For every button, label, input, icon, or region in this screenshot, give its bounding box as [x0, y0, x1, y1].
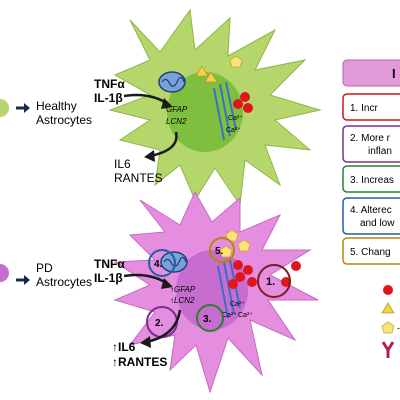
- healthy-triangle-1: [195, 65, 209, 77]
- healthy-cytokine-out-2: RANTES: [114, 171, 163, 185]
- legend-item-4-line2: and low: [360, 218, 395, 229]
- pd-ca-label-1: Ca²⁺: [230, 301, 245, 308]
- healthy-nucleus: [167, 72, 243, 152]
- healthy-output-arrow: [149, 131, 178, 158]
- healthy-marker-circle: [0, 99, 9, 117]
- pd-input-arrowhead-icon: [161, 278, 173, 289]
- healthy-ca-dot-2: [243, 103, 253, 113]
- legend-box-5: [342, 237, 400, 265]
- legend-pentagon-icon: [381, 321, 395, 334]
- pd-cytokine-in-2: IL-1β: [94, 271, 123, 285]
- pd-pentagon-2: [237, 239, 251, 252]
- pd-mito-cristae: [163, 256, 187, 267]
- pd-cytokine-in-1: TNFα: [94, 257, 125, 271]
- svg-text:4.: 4.: [154, 259, 163, 270]
- pd-rantes-up-icon: ↑: [112, 355, 118, 369]
- legend-triangle-icon: [381, 302, 395, 314]
- pd-gene-gfap-up-icon: ↑: [170, 285, 174, 294]
- healthy-er: [213, 81, 237, 141]
- pd-marker-circle: [0, 264, 9, 282]
- legend-pentagon-note: -: [397, 323, 400, 333]
- pd-ca-label-3: Ca²⁺: [238, 312, 253, 319]
- pd-gene-lcn2-up-icon: ↑: [170, 296, 174, 305]
- healthy-ca-dot-3: [233, 99, 243, 109]
- legend-item-2-line2: inflan: [368, 146, 392, 157]
- pd-ca-dot-4: [247, 277, 257, 287]
- svg-text:1.: 1.: [266, 276, 275, 288]
- svg-text:3.: 3.: [203, 314, 212, 325]
- pd-marker-5: 5.: [209, 237, 235, 263]
- healthy-gene-gfap: GFAP: [166, 105, 188, 114]
- pd-ca-dot-ext-1: [291, 261, 301, 271]
- pd-pentagon-3: [219, 245, 233, 258]
- pd-output-arrowhead-icon: [140, 336, 151, 348]
- pd-label-line2: Astrocytes: [36, 275, 92, 289]
- healthy-arrow-head-icon: [24, 103, 30, 113]
- healthy-pentagon: [229, 55, 243, 68]
- svg-text:2.: 2.: [155, 318, 164, 329]
- pd-arrow-head-icon: [24, 275, 30, 285]
- pd-output-arrow: [145, 309, 182, 344]
- healthy-gene-lcn2: LCN2: [166, 117, 187, 126]
- healthy-ca-label-1: Ca²⁺: [228, 115, 243, 122]
- pd-il6-up-icon: ↑: [112, 340, 118, 354]
- healthy-label-line2: Astrocytes: [36, 113, 92, 127]
- healthy-triangle-2: [204, 71, 218, 83]
- svg-text:5.: 5.: [215, 246, 224, 257]
- pd-marker-4: 4.: [148, 249, 176, 277]
- pd-astrocyte: Ca²⁺ Ca²⁺ Ca²⁺ ↑GFAP ↑LCN2: [113, 190, 319, 394]
- healthy-mito-cristae: [161, 76, 185, 87]
- healthy-label-line1: Healthy: [36, 99, 77, 113]
- pd-nucleus: [176, 250, 248, 330]
- legend-receptor-icon: [381, 341, 395, 358]
- healthy-input-arrowhead-icon: [161, 98, 173, 109]
- legend-box-1: [342, 93, 400, 121]
- pd-cytokine-out-2: ↑RANTES: [112, 355, 167, 369]
- legend-ca-dot-icon: [383, 285, 393, 295]
- healthy-mitochondrion: [158, 71, 186, 93]
- legend-header-text: I: [392, 66, 396, 81]
- healthy-cytokine-in-2: IL-1β: [94, 91, 123, 105]
- legend-header: [342, 59, 400, 87]
- legend-item-2-line1: 2. More r: [350, 133, 391, 144]
- pd-ca-dot-ext-2: [281, 277, 291, 287]
- pd-ca-dot-1: [233, 260, 243, 270]
- healthy-ca-label-2: Ca²⁺: [226, 127, 241, 134]
- legend-item-5: 5. Chang: [350, 247, 391, 258]
- pd-marker-3: 3.: [196, 304, 224, 332]
- healthy-cytokine-out-1: IL6: [114, 157, 131, 171]
- legend-box-2: [342, 125, 400, 163]
- legend: I 1. Incr 2. More r inflan 3. Increas 4.…: [342, 59, 400, 358]
- pd-label-line1: PD: [36, 261, 53, 275]
- pd-cytokine-out-1: ↑IL6: [112, 340, 136, 354]
- pd-gene-gfap: ↑GFAP: [170, 285, 196, 294]
- legend-item-1: 1. Incr: [350, 103, 378, 114]
- legend-item-4-line1: 4. Alterec: [350, 205, 392, 216]
- legend-item-3: 3. Increas: [350, 175, 394, 186]
- legend-box-3: [342, 165, 400, 193]
- healthy-ca-dot-1: [240, 92, 250, 102]
- pd-ca-dot-2: [243, 265, 253, 275]
- pd-ca-label-2: Ca²⁺: [222, 312, 237, 319]
- healthy-output-arrowhead-icon: [144, 150, 155, 162]
- healthy-cytokine-in-1: TNFα: [94, 77, 125, 91]
- pd-ca-dot-5: [228, 279, 238, 289]
- pd-gene-lcn2: ↑LCN2: [170, 296, 195, 305]
- legend-box-4: [342, 197, 400, 235]
- healthy-astrocyte: Ca²⁺ Ca²⁺ GFAP LCN2: [108, 8, 322, 207]
- pd-marker-1: 1.: [257, 264, 291, 298]
- pd-ca-dot-3: [235, 272, 245, 282]
- pd-pentagon-1: [225, 229, 239, 242]
